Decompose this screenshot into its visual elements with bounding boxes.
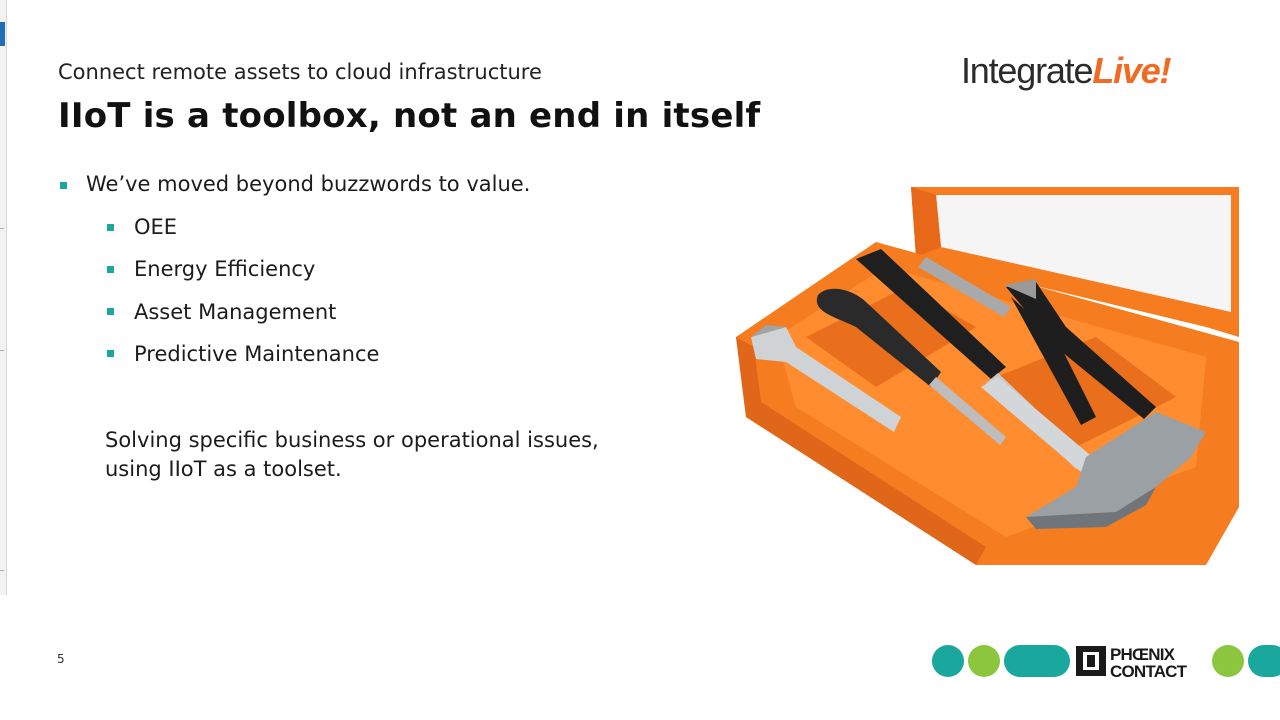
logo-part-integrate: Integrate (961, 50, 1094, 91)
screwdriver (816, 288, 941, 387)
bullet-square-icon (107, 266, 114, 273)
bullet-square-icon (107, 350, 114, 357)
pliers (1006, 282, 1156, 419)
logo-part-live: Live! (1092, 50, 1171, 91)
sub-bullet-oee: OEE (134, 215, 178, 239)
bullet-main: We’ve moved beyond buzzwords to value. (86, 172, 531, 196)
window-edge (0, 0, 7, 595)
sub-bullet-energy: Energy Efficiency (134, 257, 316, 281)
bit-set (918, 257, 1011, 317)
bullet-square-icon (107, 308, 114, 315)
closing-statement: Solving specific business or operational… (105, 426, 599, 484)
edge-tick (0, 228, 4, 229)
closing-line-2: using IIoT as a toolset. (105, 457, 342, 481)
lime-dot-icon (968, 645, 1000, 677)
hammer-handle (981, 377, 1116, 489)
slide-subtitle: Connect remote assets to cloud infrastru… (58, 60, 542, 84)
sub-bullet-predictive: Predictive Maintenance (134, 342, 380, 366)
sub-bullet-asset: Asset Management (134, 300, 337, 324)
edge-tick (0, 350, 4, 351)
wrench (751, 327, 901, 432)
edge-accent (0, 22, 5, 46)
phoenix-contact-brand-bar: PHŒNIX CONTACT (932, 645, 1280, 679)
hammer-head (1026, 412, 1206, 517)
toolbox-photo (736, 187, 1239, 565)
brand-line-1: PHŒNIX (1110, 645, 1176, 664)
bullet-square-icon (60, 182, 67, 189)
bullet-square-icon (107, 224, 114, 231)
edge-tick (0, 570, 4, 571)
teal-pill-icon (1004, 645, 1070, 677)
lime-dot-icon-2 (1212, 645, 1244, 677)
teal-dot-icon (932, 645, 964, 677)
page-number: 5 (57, 652, 65, 666)
teal-dot-icon-2 (1248, 645, 1280, 677)
closing-line-1: Solving specific business or operational… (105, 428, 599, 452)
file-tool (856, 249, 1006, 379)
slide-title: IIoT is a toolbox, not an end in itself (58, 96, 761, 136)
integrate-live-logo: IntegrateLive! (961, 50, 1172, 92)
brand-line-2: CONTACT (1110, 662, 1188, 679)
